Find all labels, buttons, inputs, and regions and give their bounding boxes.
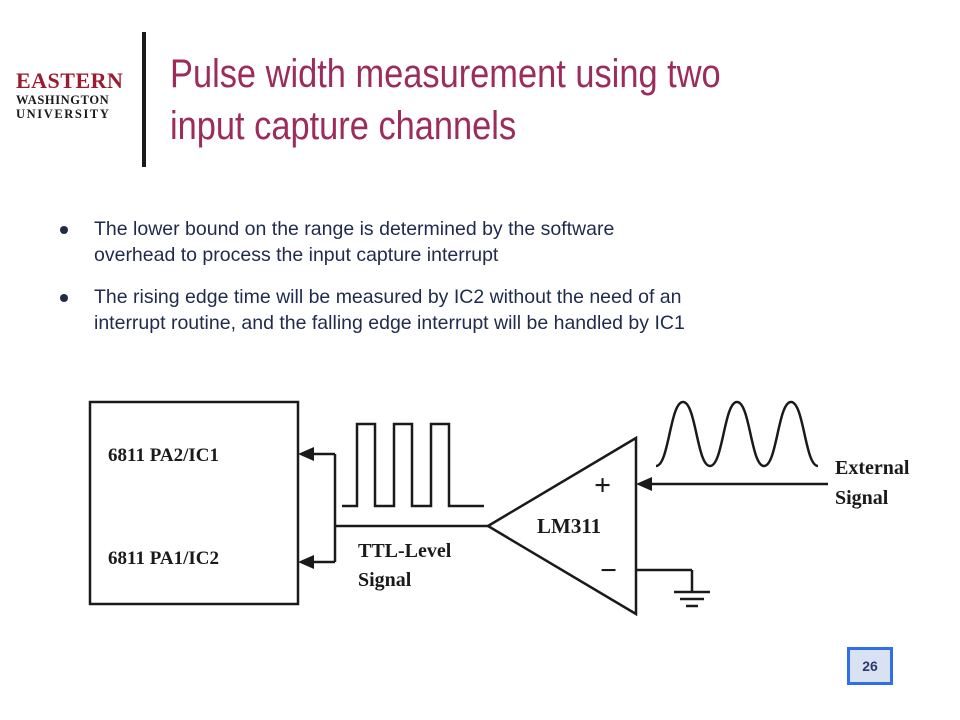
pin-label-pa1-ic2: 6811 PA1/IC2 [108, 548, 219, 569]
mcu-block [88, 400, 300, 606]
bullet-item: The rising edge time will be measured by… [58, 284, 918, 336]
comparator-lm311 [485, 435, 638, 617]
square-wave-icon [342, 422, 484, 508]
analog-wave-icon [655, 400, 819, 468]
slide-title-line-1: Pulse width measurement using two [170, 52, 721, 96]
external-label-line-2: Signal [835, 487, 889, 509]
ttl-label-line-1: TTL-Level [358, 540, 452, 562]
bullet-list: The lower bound on the range is determin… [58, 216, 918, 352]
bullet-text-line: The lower bound on the range is determin… [94, 218, 615, 240]
circuit-diagram: 6811 PA2/IC1 6811 PA1/IC2 LM311 + − TTL-… [88, 400, 910, 617]
bullet-text-line: The rising edge time will be measured by… [94, 286, 682, 308]
slide-title-line-2: input capture channels [170, 104, 517, 148]
plus-input-sign: + [594, 469, 611, 502]
pin-label-pa2-ic1: 6811 PA2/IC1 [108, 445, 219, 466]
ground-icon [674, 590, 710, 608]
external-label-line-1: External [835, 457, 910, 479]
title-divider [142, 32, 146, 167]
university-logo: EASTERN WASHINGTON UNIVERSITY [16, 70, 134, 120]
comparator-label: LM311 [537, 514, 601, 538]
ttl-label-line-2: Signal [358, 569, 412, 591]
minus-input-sign: − [600, 554, 617, 587]
logo-line-eastern: EASTERN [16, 68, 124, 93]
page-number-box: 26 [847, 647, 893, 685]
bullet-dot-icon [60, 294, 68, 302]
bullet-text-line: interrupt routine, and the falling edge … [94, 312, 685, 334]
page-number: 26 [862, 658, 878, 674]
arrow-icon [298, 447, 314, 461]
bullet-text-line: overhead to process the input capture in… [94, 244, 499, 266]
logo-line-washington: WASHINGTON [16, 93, 110, 107]
bullet-dot-icon [60, 226, 68, 234]
bullet-item: The lower bound on the range is determin… [58, 216, 918, 268]
logo-line-university: UNIVERSITY [16, 106, 111, 121]
arrow-icon [636, 477, 652, 491]
slide-title: Pulse width measurement using two input … [170, 48, 806, 152]
arrow-icon [298, 555, 314, 569]
